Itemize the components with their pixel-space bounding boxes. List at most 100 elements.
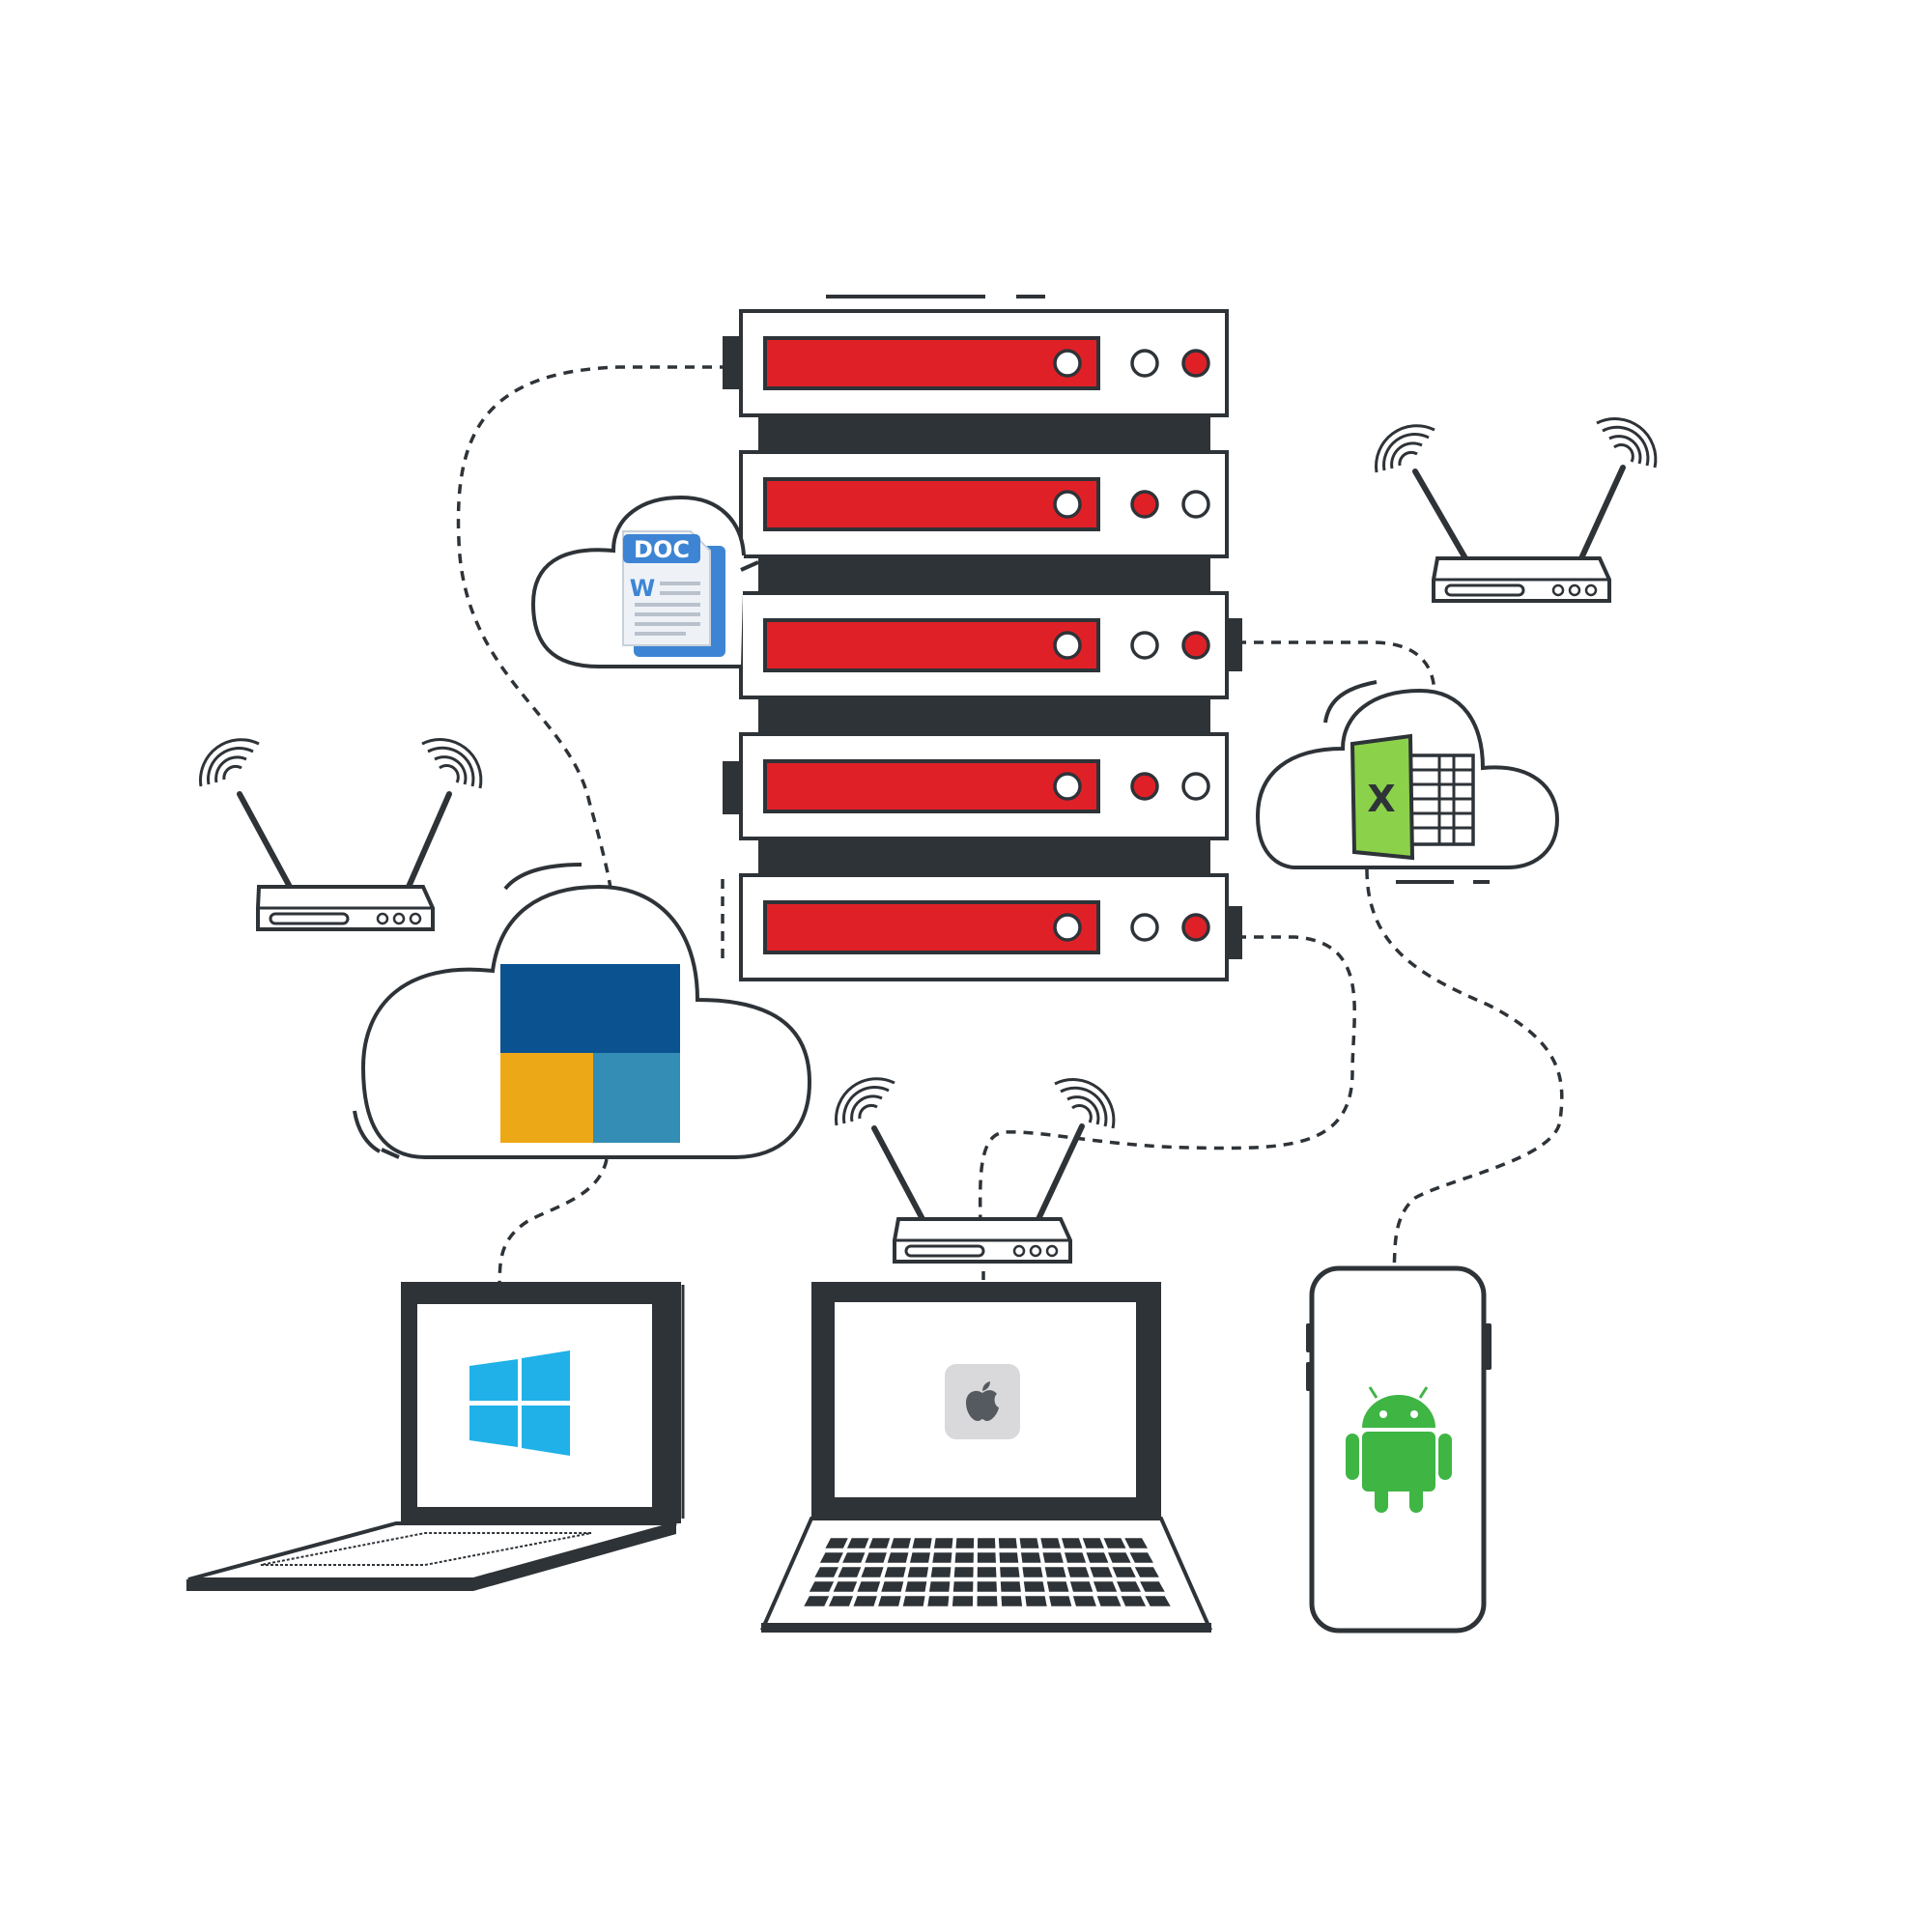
server-unit (739, 450, 1229, 558)
status-light-on (1181, 913, 1210, 942)
keyboard-key (878, 1596, 901, 1606)
keyboard-key (881, 1581, 904, 1592)
doc-letter: W (630, 575, 655, 602)
keyboard-key (977, 1596, 998, 1606)
router-antenna (1036, 1123, 1085, 1222)
server-drive-bay (763, 759, 1100, 813)
spreadsheet-letter: X (1367, 778, 1395, 820)
keyboard-key (999, 1552, 1019, 1563)
app-cloud (353, 863, 812, 1159)
router-antenna (1412, 469, 1468, 561)
keyboard-key (1049, 1596, 1072, 1606)
server-drive-bay (763, 618, 1100, 672)
keyboard-key (1069, 1581, 1094, 1592)
drive-bay-led (1053, 631, 1082, 660)
connection-server-to-excel-cloud (1236, 640, 1436, 696)
laptop-keyboard (804, 1538, 1171, 1606)
keyboard-key (907, 1567, 929, 1577)
cloud-accent (503, 863, 582, 891)
rack-spacer (758, 415, 1210, 454)
keyboard-key (1062, 1538, 1083, 1548)
keyboard-key (955, 1538, 975, 1548)
keyboard-key (977, 1552, 996, 1563)
keyboard-key (1023, 1581, 1045, 1592)
spreadsheet-cloud: X (1255, 680, 1560, 884)
android-logo-icon (1346, 1386, 1452, 1513)
keyboard-key (1134, 1567, 1159, 1577)
status-light-on (1130, 490, 1159, 519)
server-unit (739, 732, 1229, 840)
keyboard-key (842, 1552, 866, 1563)
status-light-off (1130, 631, 1159, 660)
laptop-base-edge (186, 1579, 473, 1591)
drive-bay-led (1053, 349, 1082, 378)
router-left (199, 738, 483, 931)
windows-laptop (186, 1282, 685, 1591)
keyboard-key (953, 1567, 974, 1577)
keyboard-key (809, 1581, 835, 1592)
keyboard-key (838, 1567, 862, 1577)
keyboard-key (1000, 1567, 1020, 1577)
drive-bay-led (1053, 490, 1082, 519)
cloud-accent (353, 1110, 382, 1153)
spreadsheet-file-icon: X (1350, 733, 1475, 861)
keyboard-key (861, 1567, 884, 1577)
keyboard-key (977, 1581, 997, 1592)
keyboard-key (1140, 1581, 1165, 1592)
drive-bay-led (1053, 772, 1082, 801)
keyboard-key (1025, 1596, 1047, 1606)
status-light-off (1130, 913, 1159, 942)
android-phone (1306, 1265, 1492, 1634)
tiles-logo-icon (500, 964, 680, 1143)
keyboard-key (905, 1581, 927, 1592)
keyboard-key (890, 1538, 911, 1548)
laptop-keyboard (260, 1532, 592, 1566)
keyboard-key (804, 1596, 830, 1606)
keyboard-key (1044, 1567, 1066, 1577)
wifi-signal-icon (835, 1077, 1116, 1129)
rack-spacer (758, 838, 1210, 877)
connection-server-to-middle-router (978, 935, 1356, 1237)
keyboard-key (1103, 1538, 1126, 1548)
keyboard-key (825, 1538, 848, 1548)
laptop-base-edge (761, 1623, 1211, 1633)
keyboard-key (846, 1538, 869, 1548)
connection-left-cloud-to-windows-laptop (497, 1158, 609, 1286)
status-light-on (1181, 631, 1210, 660)
keyboard-key (884, 1567, 906, 1577)
server-drive-bay (763, 336, 1100, 390)
keyboard-key (1124, 1538, 1148, 1548)
keyboard-key (912, 1538, 932, 1548)
keyboard-key (977, 1567, 997, 1577)
keyboard-key (868, 1538, 891, 1548)
rack-side-tab (1227, 906, 1242, 959)
keyboard-key (932, 1552, 952, 1563)
keyboard-key (927, 1596, 950, 1606)
keyboard-key (1145, 1596, 1171, 1606)
keyboard-key (954, 1552, 974, 1563)
doc-file-icon: DOC W (622, 530, 725, 657)
keyboard-key (828, 1596, 854, 1606)
keyboard-key (1072, 1596, 1096, 1606)
server-drive-bay (763, 900, 1100, 954)
keyboard-key (933, 1538, 953, 1548)
keyboard-key (1040, 1538, 1061, 1548)
keyboard-key (887, 1552, 909, 1563)
keyboard-key (1000, 1581, 1021, 1592)
cloud-accent (1323, 680, 1378, 724)
keyboard-key (1019, 1538, 1039, 1548)
connection-server-to-left-cloud (456, 365, 729, 890)
rack-spacer (758, 697, 1210, 736)
wifi-signal-icon (1375, 417, 1658, 473)
keyboard-key (814, 1567, 838, 1577)
doc-badge-text: DOC (634, 536, 690, 563)
keyboard-key (865, 1552, 887, 1563)
keyboard-key (928, 1581, 951, 1592)
keyboard-key (853, 1596, 877, 1606)
router-middle (835, 1077, 1116, 1264)
connection-excel-cloud-to-phone (1365, 868, 1564, 1266)
keyboard-key (1117, 1581, 1141, 1592)
windows-logo-icon (469, 1350, 570, 1456)
keyboard-key (1108, 1552, 1131, 1563)
keyboard-key (833, 1581, 858, 1592)
